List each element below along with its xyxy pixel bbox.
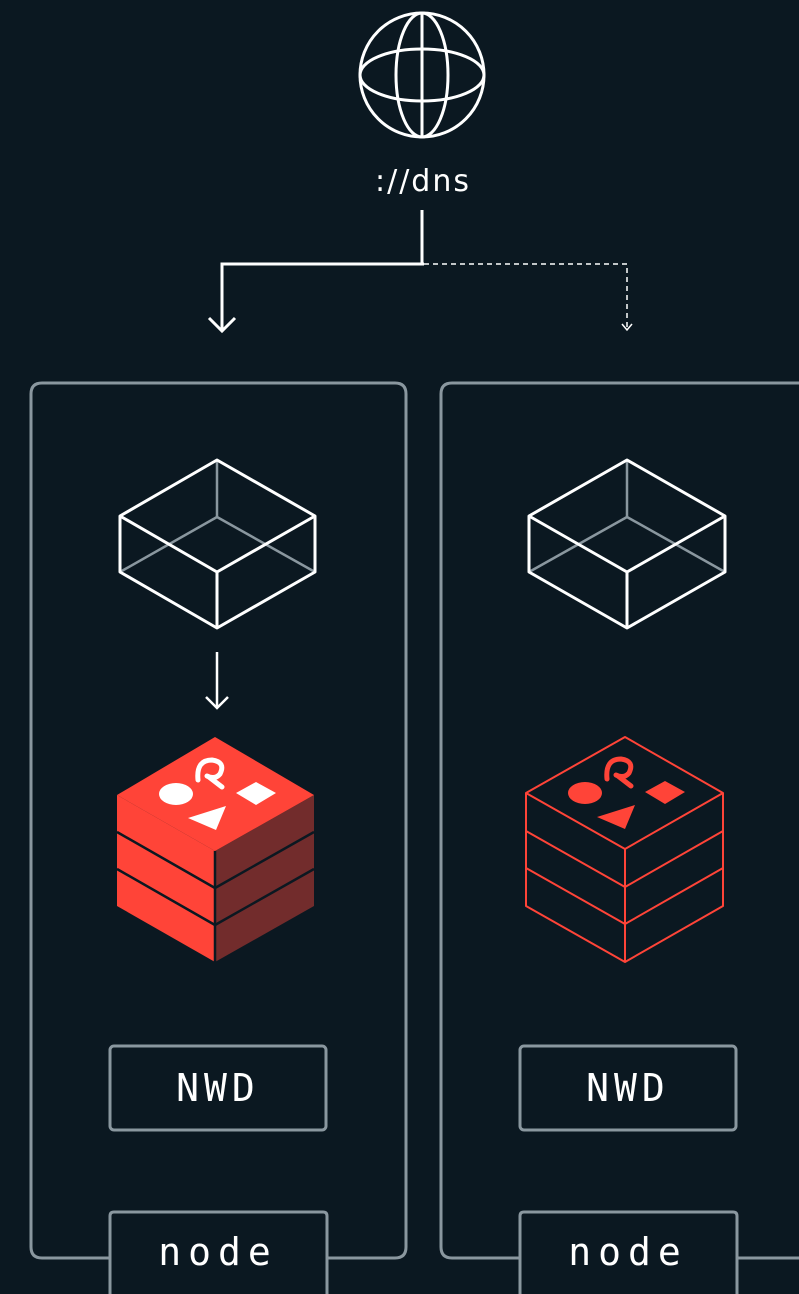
nwd-box [518,1044,738,1132]
container-to-redis-arrow [205,652,229,710]
redis-stack-icon [116,737,315,962]
node-1-frame [29,381,408,1260]
globe-icon [358,11,486,139]
node-label: node [568,1230,688,1274]
node-label: node [158,1230,278,1274]
node-tab [518,1210,739,1294]
node-tab [108,1210,329,1294]
dns-to-node-1-arrow [207,210,424,334]
redis-stack-icon [525,736,724,963]
dns-to-node-2-dashed-arrow [424,263,628,328]
nwd-label: NWD [176,1066,260,1110]
nwd-box [108,1044,328,1132]
container-box-icon [527,458,727,630]
nwd-label: NWD [586,1066,670,1110]
container-box-icon [118,458,317,630]
dashed-arrow-head [621,323,633,332]
dns-label: ://dns [374,164,471,199]
node-2-frame [439,381,799,1260]
